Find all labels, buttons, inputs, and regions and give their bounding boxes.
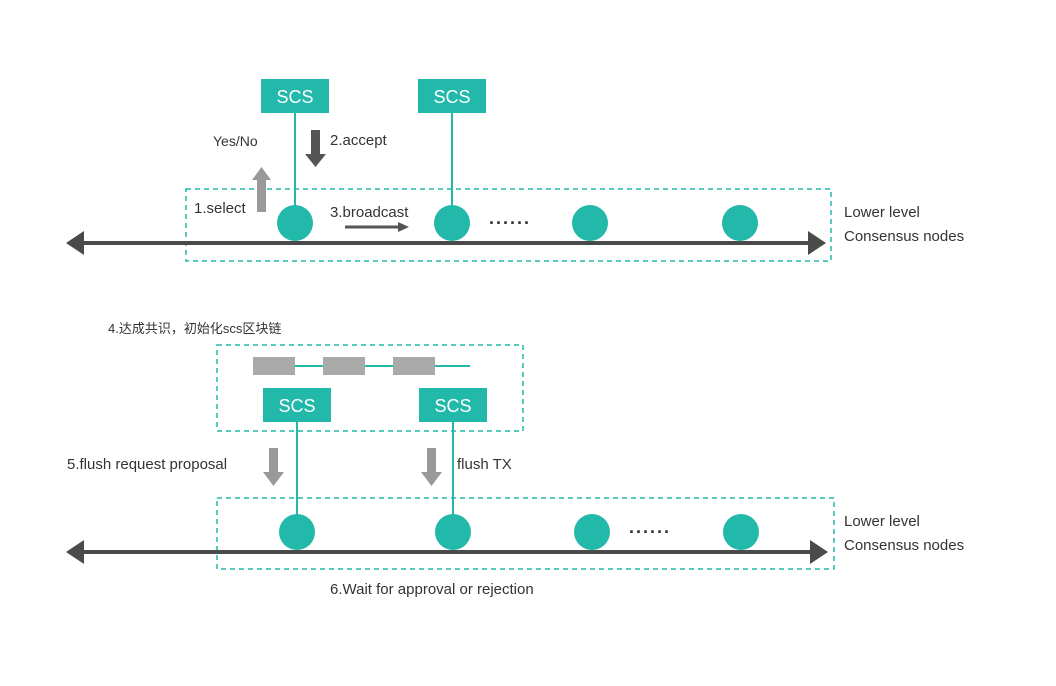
flush-request-label: 5.flush request proposal <box>67 456 227 473</box>
flush-tx-down-arrow <box>421 448 442 486</box>
bottom-lower-level-label: Lower level <box>844 513 920 530</box>
bottom-node-3 <box>574 514 610 550</box>
top-scs-left-label: SCS <box>276 87 313 107</box>
top-lower-level-label: Lower level <box>844 204 920 221</box>
top-ellipsis: ...... <box>489 208 531 228</box>
bottom-axis-right-arrowhead <box>810 540 828 564</box>
middle-scs-right-label: SCS <box>434 396 471 416</box>
top-scs-right-box: SCS <box>418 79 486 113</box>
yes-no-label: Yes/No <box>213 133 258 149</box>
top-node-4 <box>722 205 758 241</box>
middle-scs-left-label: SCS <box>278 396 315 416</box>
flush-request-down-arrow <box>263 448 284 486</box>
wait-approval-label: 6.Wait for approval or rejection <box>330 581 534 598</box>
bottom-axis-left-arrowhead <box>66 540 84 564</box>
bottom-consensus-box <box>216 497 835 570</box>
broadcast-label: 3.broadcast <box>330 204 409 221</box>
broadcast-right-arrow <box>345 222 409 232</box>
bottom-node-4 <box>723 514 759 550</box>
accept-label: 2.accept <box>330 132 388 149</box>
flush-tx-label: flush TX <box>457 456 512 473</box>
bottom-consensus-nodes-label: Consensus nodes <box>844 537 964 554</box>
top-node-2 <box>434 205 470 241</box>
middle-scs-right-box: SCS <box>419 388 487 422</box>
top-scs-left-box: SCS <box>261 79 329 113</box>
consensus-init-label: 4.达成共识，初始化scs区块链 <box>108 321 281 336</box>
select-up-arrow <box>252 167 271 212</box>
bottom-node-1 <box>279 514 315 550</box>
top-consensus-box <box>185 188 832 262</box>
accept-down-arrow <box>305 130 326 167</box>
chain-block-3 <box>393 357 435 375</box>
top-scs-right-label: SCS <box>433 87 470 107</box>
top-axis-left-arrowhead <box>66 231 84 255</box>
top-consensus-nodes-label: Consensus nodes <box>844 228 964 245</box>
scs-chain-box <box>216 344 524 432</box>
top-axis-right-arrowhead <box>808 231 826 255</box>
middle-scs-left-box: SCS <box>263 388 331 422</box>
top-node-3 <box>572 205 608 241</box>
top-node-1 <box>277 205 313 241</box>
bottom-node-2 <box>435 514 471 550</box>
chain-block-1 <box>253 357 295 375</box>
chain-block-2 <box>323 357 365 375</box>
select-label: 1.select <box>194 200 247 217</box>
bottom-ellipsis: ...... <box>629 517 671 537</box>
